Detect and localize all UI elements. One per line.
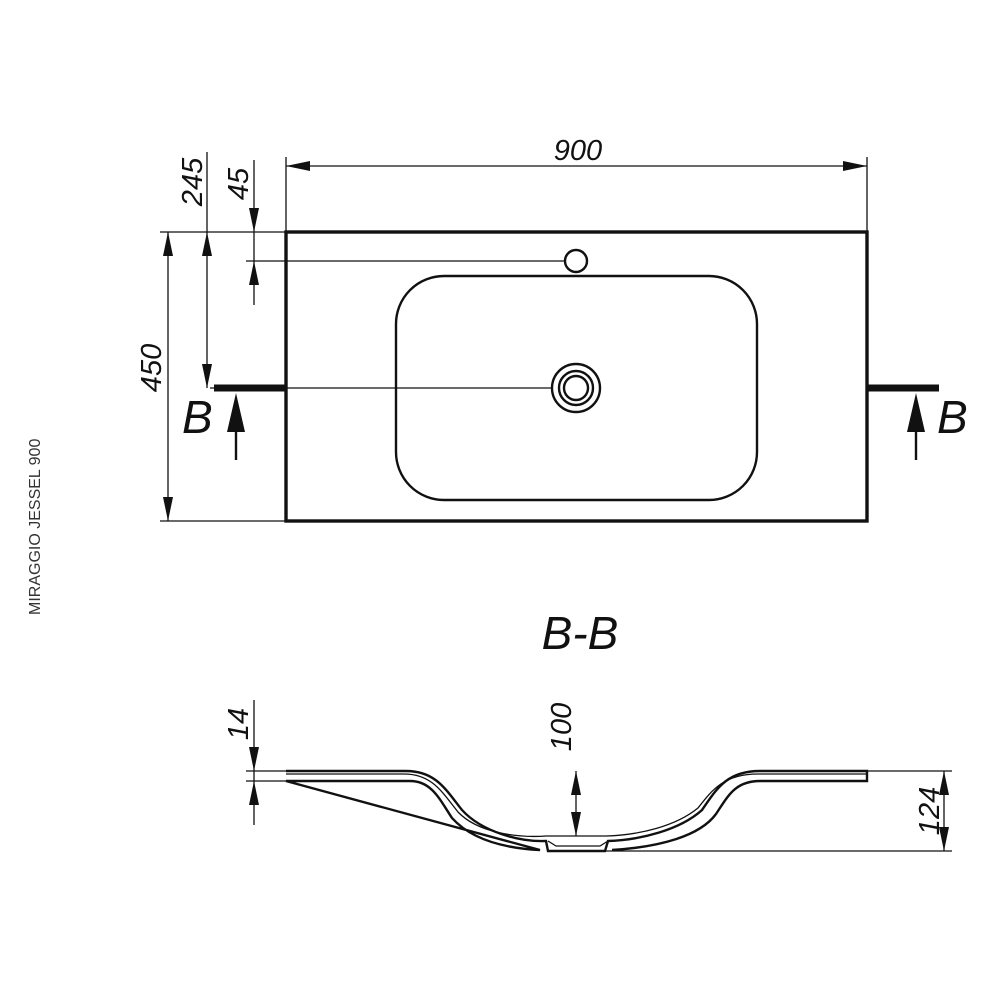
section-marker-left: B	[182, 384, 286, 460]
svg-text:450: 450	[136, 344, 168, 392]
drain	[550, 362, 602, 414]
countertop-outline	[284, 230, 869, 523]
dimension-124: 124	[605, 770, 952, 852]
tap-hole	[563, 248, 589, 274]
basin-profile-outer	[285, 769, 869, 853]
svg-text:245: 245	[177, 157, 209, 207]
svg-text:45: 45	[223, 167, 255, 200]
top-view: 900 450 245 45 B	[136, 135, 968, 523]
dimension-14: 14	[223, 700, 286, 825]
dimension-900: 900	[286, 135, 867, 171]
dimension-245: 245	[177, 152, 212, 388]
dimension-45: 45	[223, 160, 259, 305]
section-marker-right: B	[867, 384, 968, 460]
svg-text:124: 124	[914, 787, 946, 835]
svg-text:14: 14	[223, 708, 255, 740]
section-title: B-B	[542, 607, 619, 659]
svg-text:100: 100	[546, 703, 578, 751]
dimension-100: 100	[546, 703, 581, 836]
dimension-450: 450	[136, 232, 173, 521]
svg-text:B: B	[937, 391, 968, 443]
section-view: 14 100 124	[223, 700, 952, 853]
product-label: MIRAGGIO JESSEL 900	[27, 439, 44, 615]
svg-text:B: B	[182, 391, 213, 443]
svg-text:900: 900	[554, 135, 602, 167]
